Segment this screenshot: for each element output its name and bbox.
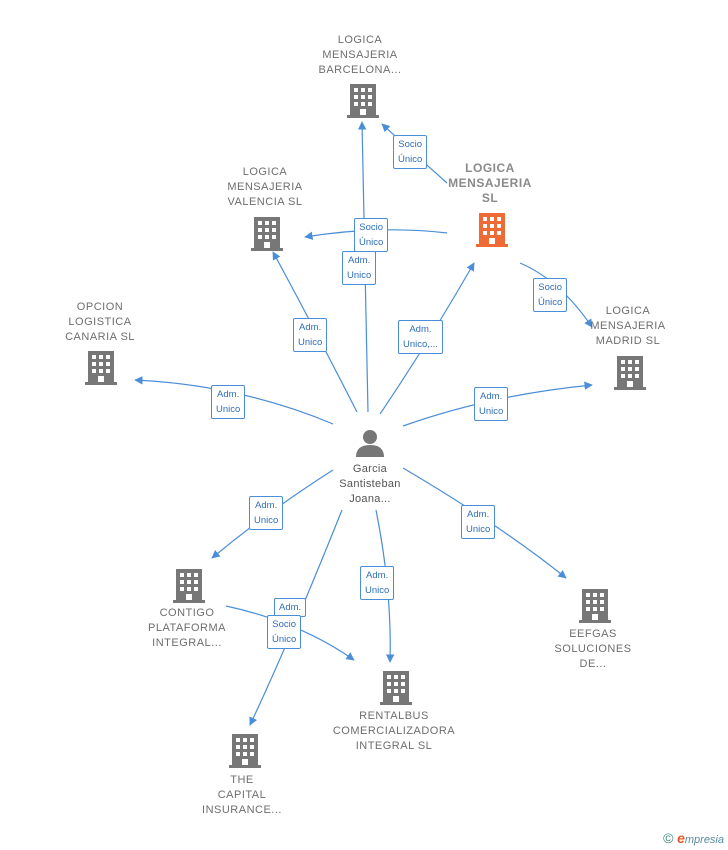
edge-label-person-barcelona: Adm. Unico: [342, 251, 377, 285]
building-icon: [229, 734, 261, 768]
building-icon-rentalbus[interactable]: [379, 670, 413, 711]
copyright-footer: © empresia: [663, 830, 724, 846]
copyright-symbol: ©: [663, 830, 674, 846]
node-label-eefgas[interactable]: EEFGAS SOLUCIONES DE...: [554, 628, 632, 670]
building-icon-main[interactable]: [475, 212, 509, 253]
edge-label-main-madrid: Socio Único: [533, 278, 568, 312]
edge-label-main-valencia: Socio Único: [354, 218, 389, 252]
building-icon: [380, 671, 412, 705]
building-icon-madrid[interactable]: [613, 355, 647, 396]
person-silhouette: [356, 430, 384, 457]
node-label-opcion[interactable]: OPCION LOGISTICA CANARIA SL: [65, 301, 135, 343]
building-icon: [173, 569, 205, 603]
node-label-contigo[interactable]: CONTIGO PLATAFORMA INTEGRAL...: [148, 607, 226, 649]
edge-label-main-barcelona: Socio Único: [393, 135, 428, 169]
node-label-barcelona[interactable]: LOGICA MENSAJERIA BARCELONA...: [318, 34, 402, 76]
building-icon: [476, 213, 508, 247]
node-label-valencia[interactable]: LOGICA MENSAJERIA VALENCIA SL: [227, 166, 303, 208]
building-icon: [579, 589, 611, 623]
edge-label-person-contigo: Adm. Unico: [249, 496, 284, 530]
building-icon-valencia[interactable]: [250, 216, 284, 257]
building-icon-eefgas[interactable]: [578, 588, 612, 629]
edge-label-person-eefgas: Adm. Unico: [461, 505, 496, 539]
building-icon-contigo[interactable]: [172, 568, 206, 609]
brand-logo-text: mpresia: [684, 834, 724, 846]
edge-label-person-valencia: Adm. Unico: [293, 318, 328, 352]
building-icon: [85, 351, 117, 385]
edge-label-person-main: Adm. Unico,...: [398, 320, 443, 354]
edge-label-person-opcion: Adm. Unico: [211, 385, 246, 419]
node-label-person[interactable]: Garcia Santisteban Joana...: [339, 463, 401, 505]
edge-label-person-madrid: Adm. Unico: [474, 387, 509, 421]
edge-label-capital-socio: Socio Único: [267, 615, 302, 649]
node-label-madrid[interactable]: LOGICA MENSAJERIA MADRID SL: [590, 305, 666, 347]
building-icon: [251, 217, 283, 251]
node-label-main[interactable]: LOGICA MENSAJERIA SL: [448, 161, 532, 205]
building-icon: [347, 84, 379, 118]
brand-logo-e: e: [677, 830, 685, 846]
node-label-rentalbus[interactable]: RENTALBUS COMERCIALIZADORA INTEGRAL SL: [332, 710, 456, 752]
edge-label-person-capital-adm: Adm.: [274, 598, 307, 617]
building-icon: [614, 356, 646, 390]
edge-label-person-rentalbus: Adm. Unico: [360, 566, 395, 600]
building-icon-opcion[interactable]: [84, 350, 118, 391]
building-icon-capital[interactable]: [228, 733, 262, 774]
person-icon[interactable]: [354, 428, 386, 463]
building-icon-barcelona[interactable]: [346, 83, 380, 124]
node-label-capital[interactable]: THE CAPITAL INSURANCE...: [202, 774, 282, 816]
